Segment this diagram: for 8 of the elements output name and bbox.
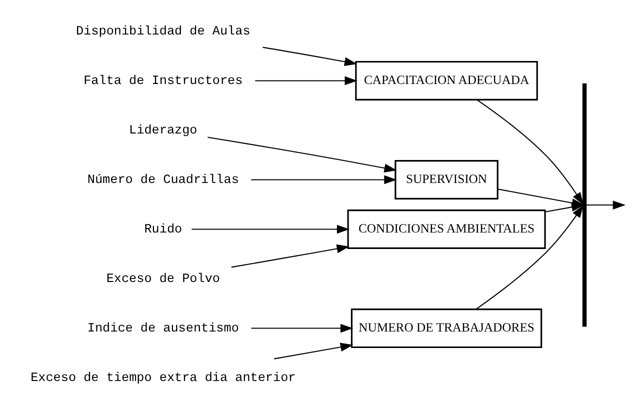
node-text: Falta de Instructores: [84, 72, 243, 88]
node-text: Ruido: [144, 222, 182, 237]
node-text: Indice de ausentismo: [87, 320, 239, 336]
node-text: Exceso de tiempo extra dia anterior: [30, 370, 296, 386]
node-text: Liderazgo: [129, 122, 198, 138]
node-text: Número de Cuadrillas: [87, 172, 239, 188]
node-text: Exceso de Polvo: [106, 271, 220, 286]
node-text: Disponibilidad de Aulas: [76, 23, 250, 38]
